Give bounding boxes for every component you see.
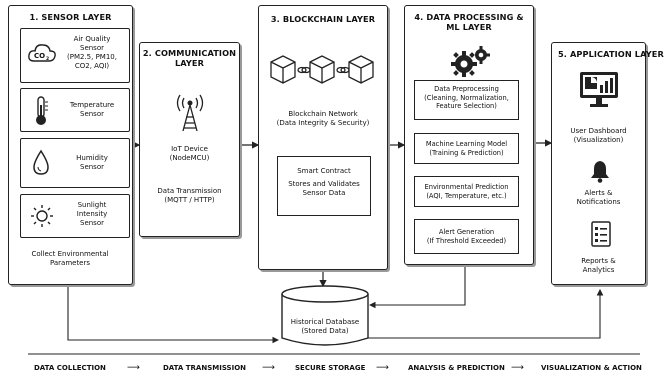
processing-layer-title: 4. DATA PROCESSING & ML LAYER (405, 12, 533, 32)
smart-contract-label: Smart Contract Stores and Validates Sens… (278, 167, 370, 198)
line-sensor-to-db (67, 285, 280, 344)
sensor-label: Temperature (69, 101, 115, 109)
line-processing-to-db (368, 265, 466, 309)
sensor-air-quality: CO 2 Air Quality Sensor (PM2.5, PM10, CO… (20, 28, 130, 83)
database-label: Historical Database (Stored Data) (280, 318, 370, 336)
sensor-label: Sensor (80, 110, 104, 118)
step-env-prediction: Environmental Prediction (AQI, Temperatu… (414, 176, 519, 207)
sensor-label: Humidity (76, 154, 108, 162)
line-db-to-app (368, 288, 604, 339)
label-line: Sensor Data (302, 189, 346, 197)
bell-icon (589, 159, 611, 187)
step-alert-generation: Alert Generation (If Threshold Exceeded) (414, 219, 519, 254)
step-preprocessing: Data Preprocessing (Cleaning, Normalizat… (414, 80, 519, 120)
label-line: Smart Contract (297, 167, 351, 175)
label-line: Reports & (581, 257, 616, 265)
sensor-layer-title: 1. SENSOR LAYER (29, 12, 112, 22)
footer-stage: DATA TRANSMISSION (163, 364, 247, 372)
arrow-right-icon: ⟶ (262, 363, 275, 373)
step-label: Machine Learning Model (425, 140, 508, 148)
footer-stage: SECURE STORAGE (295, 364, 366, 372)
application-layer: 5. APPLICATION LAYER User Dashboard (Vis… (551, 42, 664, 285)
blockchain-layer: 3. BLOCKCHAIN LAYER Blockchain Network (… (258, 5, 388, 270)
label-line: Stores and Validates (288, 180, 360, 188)
data-transmission-label: Data Transmission (MQTT / HTTP) (140, 187, 239, 205)
sensor-sunlight: Sunlight Intensity Sensor (20, 194, 130, 238)
step-label: Alert Generation (438, 228, 495, 236)
database-cylinder-icon (280, 284, 370, 354)
antenna-tower-icon (173, 93, 207, 137)
sun-icon (29, 203, 55, 233)
step-label: (Cleaning, Normalization, (424, 93, 509, 102)
label-line: Analytics (582, 266, 615, 274)
sensor-label: Sensor (80, 44, 104, 52)
step-ml-model: Machine Learning Model (Training & Predi… (414, 133, 519, 164)
dashboard-label: User Dashboard (Visualization) (552, 127, 645, 145)
smart-contract-box: Smart Contract Stores and Validates Sens… (277, 156, 371, 216)
co2-cloud-icon: CO 2 (27, 42, 57, 68)
sensor-label: Sunlight (77, 201, 107, 209)
step-label: (AQI, Temperature, etc.) (426, 191, 507, 200)
label-line: Alerts & (584, 189, 613, 197)
sensor-caption-line: Collect Environmental (31, 250, 109, 258)
sensor-temperature: Temperature Sensor (20, 88, 130, 132)
step-label: (If Threshold Exceeded) (426, 236, 507, 245)
sensor-humidity: Humidity Sensor (20, 138, 130, 188)
footer-stage: ANALYSIS & PREDICTION (408, 364, 505, 372)
footer-stage: DATA COLLECTION (34, 364, 106, 372)
step-label: Feature Selection) (436, 102, 497, 110)
sensor-label: Sensor (80, 163, 104, 171)
sensor-label: (PM2.5, PM10, (67, 53, 117, 61)
blockchain-network-label: Blockchain Network (Data Integrity & Sec… (259, 110, 387, 128)
gears-icon (451, 46, 491, 82)
thermometer-icon (31, 95, 51, 131)
label-line: (Data Integrity & Security) (276, 119, 370, 127)
label-line: IoT Device (171, 145, 208, 153)
label-line: (Stored Data) (301, 327, 349, 335)
arrow-right-icon: ⟶ (511, 363, 524, 373)
label-line: User Dashboard (570, 127, 627, 135)
sensor-label: Intensity (76, 210, 108, 218)
sensor-caption: Collect Environmental Parameters (10, 250, 130, 268)
communication-layer: 2. COMMUNICATION LAYER IoT Device (NodeM… (139, 42, 240, 237)
label-line: (NodeMCU) (169, 154, 210, 162)
blockchain-cubes-icon (267, 50, 381, 94)
label-line: Blockchain Network (288, 110, 358, 118)
sensor-label: Air Quality (73, 35, 111, 43)
sensor-label: CO2, AQI) (74, 62, 110, 70)
blockchain-layer-title: 3. BLOCKCHAIN LAYER (270, 14, 376, 24)
communication-layer-title: 2. COMMUNICATION LAYER (140, 48, 239, 68)
water-drop-icon (31, 149, 51, 181)
reports-label: Reports & Analytics (552, 257, 645, 275)
title-line: 2. COMMUNICATION (142, 48, 237, 58)
application-layer-title: 5. APPLICATION LAYER (558, 49, 664, 59)
report-list-icon (590, 220, 612, 252)
dashboard-monitor-icon (578, 70, 620, 114)
label-line: Data Transmission (157, 187, 222, 195)
title-line: LAYER (174, 58, 205, 68)
footer-stage: VISUALIZATION & ACTION (541, 364, 642, 372)
iot-device-label: IoT Device (NodeMCU) (140, 145, 239, 163)
arrow-right-icon: ⟶ (376, 363, 389, 373)
alerts-label: Alerts & Notifications (552, 189, 645, 207)
title-line: 4. DATA PROCESSING & (414, 12, 524, 22)
co2-subscript: 2 (46, 56, 49, 62)
label-line: Historical Database (290, 318, 360, 326)
step-label: Environmental Prediction (424, 183, 509, 191)
co2-text: CO (34, 52, 45, 60)
step-label: (Training & Prediction) (429, 148, 504, 157)
title-line: ML LAYER (446, 22, 492, 32)
label-line: (MQTT / HTTP) (164, 196, 215, 204)
sensor-caption-line: Parameters (49, 259, 91, 267)
label-line: (Visualization) (573, 136, 624, 144)
step-label: Data Preprocessing (434, 85, 499, 93)
label-line: Notifications (576, 198, 621, 206)
arrow-right-icon: ⟶ (127, 363, 140, 373)
sensor-label: Sensor (80, 219, 104, 227)
